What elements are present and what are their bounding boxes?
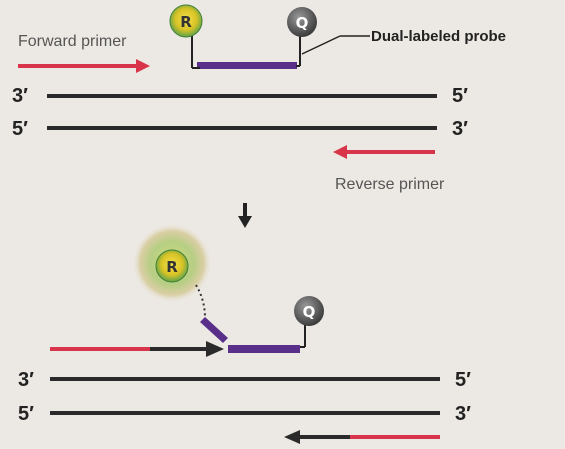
probe-label: Dual-labeled probe xyxy=(371,28,506,45)
end-label: 3′ xyxy=(12,85,28,107)
reporter-dye-icon xyxy=(155,249,189,283)
end-label: 3′ xyxy=(18,369,34,391)
arrow-down-icon xyxy=(238,203,252,228)
reverse-primer-arrow xyxy=(333,145,435,159)
probe-leader-line xyxy=(301,35,341,55)
reporter-dye-icon: R xyxy=(169,4,203,38)
probe-remnant xyxy=(228,345,300,353)
reverse-primer-label: Reverse primer xyxy=(335,176,445,193)
extending-primer xyxy=(50,341,224,357)
dual-labeled-probe xyxy=(191,35,301,69)
end-label: 5′ xyxy=(18,403,34,425)
forward-primer-arrow xyxy=(18,59,150,73)
quencher-dye-icon: Q xyxy=(287,7,317,37)
quencher-dye-icon: Q xyxy=(294,296,324,326)
svg-text:R: R xyxy=(180,13,192,31)
end-label: 5′ xyxy=(455,369,471,391)
svg-text:Q: Q xyxy=(296,14,309,32)
cleaved-linker xyxy=(195,284,206,319)
end-label: 3′ xyxy=(452,118,468,140)
forward-primer-label: Forward primer xyxy=(18,33,127,50)
end-label: 3′ xyxy=(455,403,471,425)
end-label: 5′ xyxy=(452,85,468,107)
extending-reverse-primer xyxy=(284,430,440,444)
probe-body xyxy=(197,62,297,69)
svg-text:R: R xyxy=(166,258,178,276)
reporter-glow: R xyxy=(132,223,212,303)
displaced-probe-fragment xyxy=(200,317,228,343)
end-label: 5′ xyxy=(12,118,28,140)
svg-text:Q: Q xyxy=(303,303,316,321)
